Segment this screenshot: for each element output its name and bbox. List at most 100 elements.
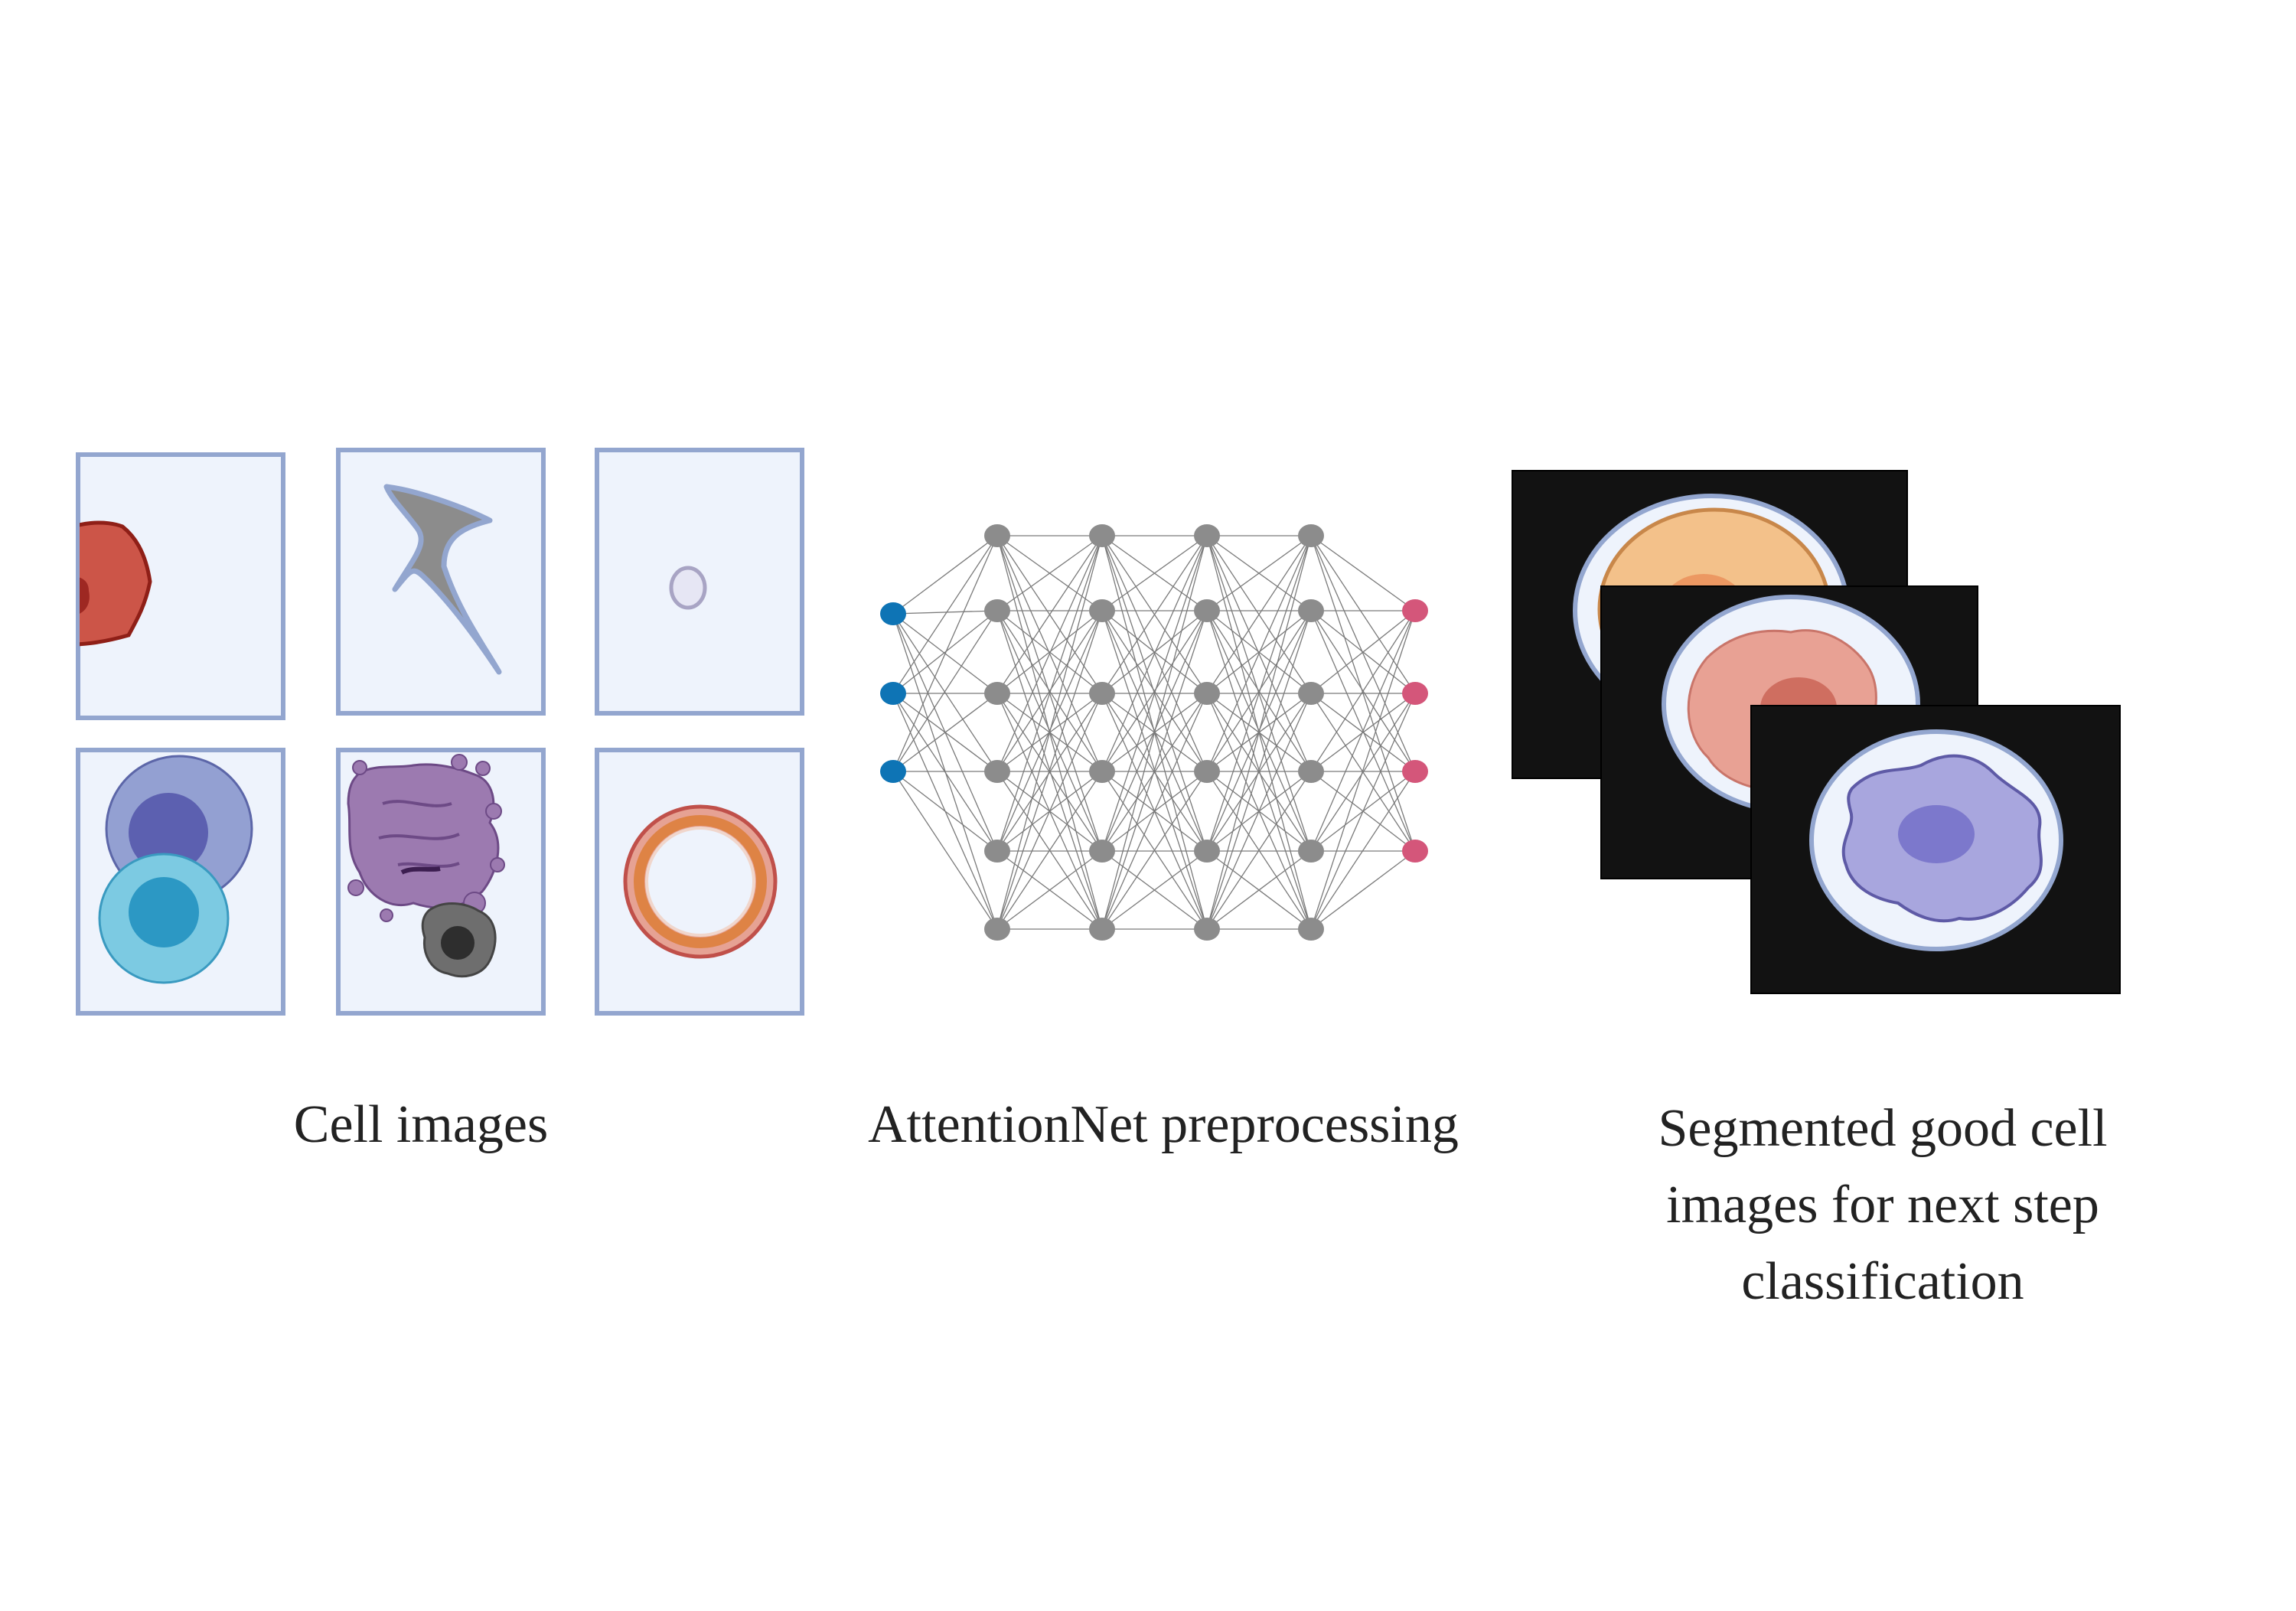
network-connection [892,535,998,772]
cell-tile-small-cell [595,448,804,716]
caption-cell-images: Cell images [293,1095,549,1154]
output-node [1402,760,1428,783]
hidden-node [1089,918,1115,941]
cell-tile-red-cell [76,452,285,720]
network-connection [892,610,998,694]
hidden-node [1089,760,1115,783]
hidden-node [1194,524,1220,547]
network-connection [1101,535,1208,694]
network-connection [1101,693,1208,852]
hidden-node [984,840,1010,863]
network-connection [1310,610,1416,852]
network-connection [1206,610,1312,772]
hidden-node [1194,599,1220,622]
network-connection [1101,693,1208,930]
caption-segmented-line-3: classification [1741,1252,2024,1311]
input-node [880,682,906,705]
network-connection [1310,535,1416,694]
network-connection [1310,693,1416,772]
hidden-node [1298,918,1324,941]
network-connection [1101,535,1208,852]
network-connection [1310,610,1416,694]
hidden-node [984,760,1010,783]
network-connection [892,610,998,772]
cell-tile-lymphocytes [76,748,285,1016]
network-connection [1206,535,1312,772]
hidden-node [1089,682,1115,705]
network-connection [1310,610,1416,772]
network-connection [996,610,1103,772]
network-connection [996,610,1103,694]
hidden-node [1194,918,1220,941]
network-connection [892,693,998,852]
network-connection [1206,535,1312,852]
network-connection [996,693,1103,930]
neural-network [880,524,1428,941]
network-connection [1310,610,1416,930]
hidden-node [1298,524,1324,547]
network-connection [1206,535,1312,930]
cell-tile-spindle-cell [336,448,546,716]
network-connection [1101,610,1208,772]
hidden-node [1298,760,1324,783]
network-connection [996,535,1103,611]
network-connection [892,771,998,852]
segmented-images-stack [1512,470,2121,994]
network-nodes [880,524,1428,941]
network-connection [1310,693,1416,852]
hidden-node [1298,599,1324,622]
network-connection [996,610,1103,930]
network-connection [1206,535,1312,611]
cell-images-grid [76,448,804,1016]
hidden-node [1089,524,1115,547]
output-node [1402,682,1428,705]
network-connection [1101,535,1208,930]
caption-segmented-cells: Segmented good cell images for next step… [1592,1091,2174,1320]
hidden-node [1194,760,1220,783]
network-connection [996,771,1103,930]
network-connection [1101,535,1208,772]
hidden-node [1194,682,1220,705]
hidden-node [1298,840,1324,863]
network-connections [892,535,1416,930]
cell-tile-ring-structure [595,748,804,1016]
network-connection [1101,535,1208,611]
network-connection [996,693,1103,852]
segmented-frame-front [1750,705,2121,994]
network-connection [1206,535,1312,694]
hidden-node [984,524,1010,547]
network-connection [996,535,1103,930]
input-node [880,760,906,783]
output-node [1402,840,1428,863]
hidden-node [984,682,1010,705]
network-connection [892,610,998,615]
network-connection [1206,693,1312,930]
network-connection [996,535,1103,694]
network-connection [892,693,998,772]
network-connection [1101,610,1208,694]
network-connection [1101,610,1208,930]
network-connection [1206,610,1312,694]
network-connection [1206,771,1312,930]
hidden-node [1298,682,1324,705]
input-node [880,602,906,625]
network-connection [1310,771,1416,930]
network-connection [1310,850,1416,930]
caption-segmented-line-2: images for next step [1666,1176,2099,1234]
network-connection [892,613,998,772]
network-connection [1310,535,1416,772]
network-connection [892,771,998,930]
network-connection [996,535,1103,772]
network-connection [892,535,998,694]
network-connection [892,535,998,615]
cell-tile-purple-cell [336,748,546,1016]
hidden-node [1194,840,1220,863]
network-connection [996,535,1103,852]
output-node [1402,599,1428,622]
hidden-node [984,918,1010,941]
hidden-node [984,599,1010,622]
network-connection [1310,693,1416,930]
caption-attentionnet-preprocessing: AttentionNet preprocessing [868,1095,1459,1154]
hidden-node [1089,599,1115,622]
